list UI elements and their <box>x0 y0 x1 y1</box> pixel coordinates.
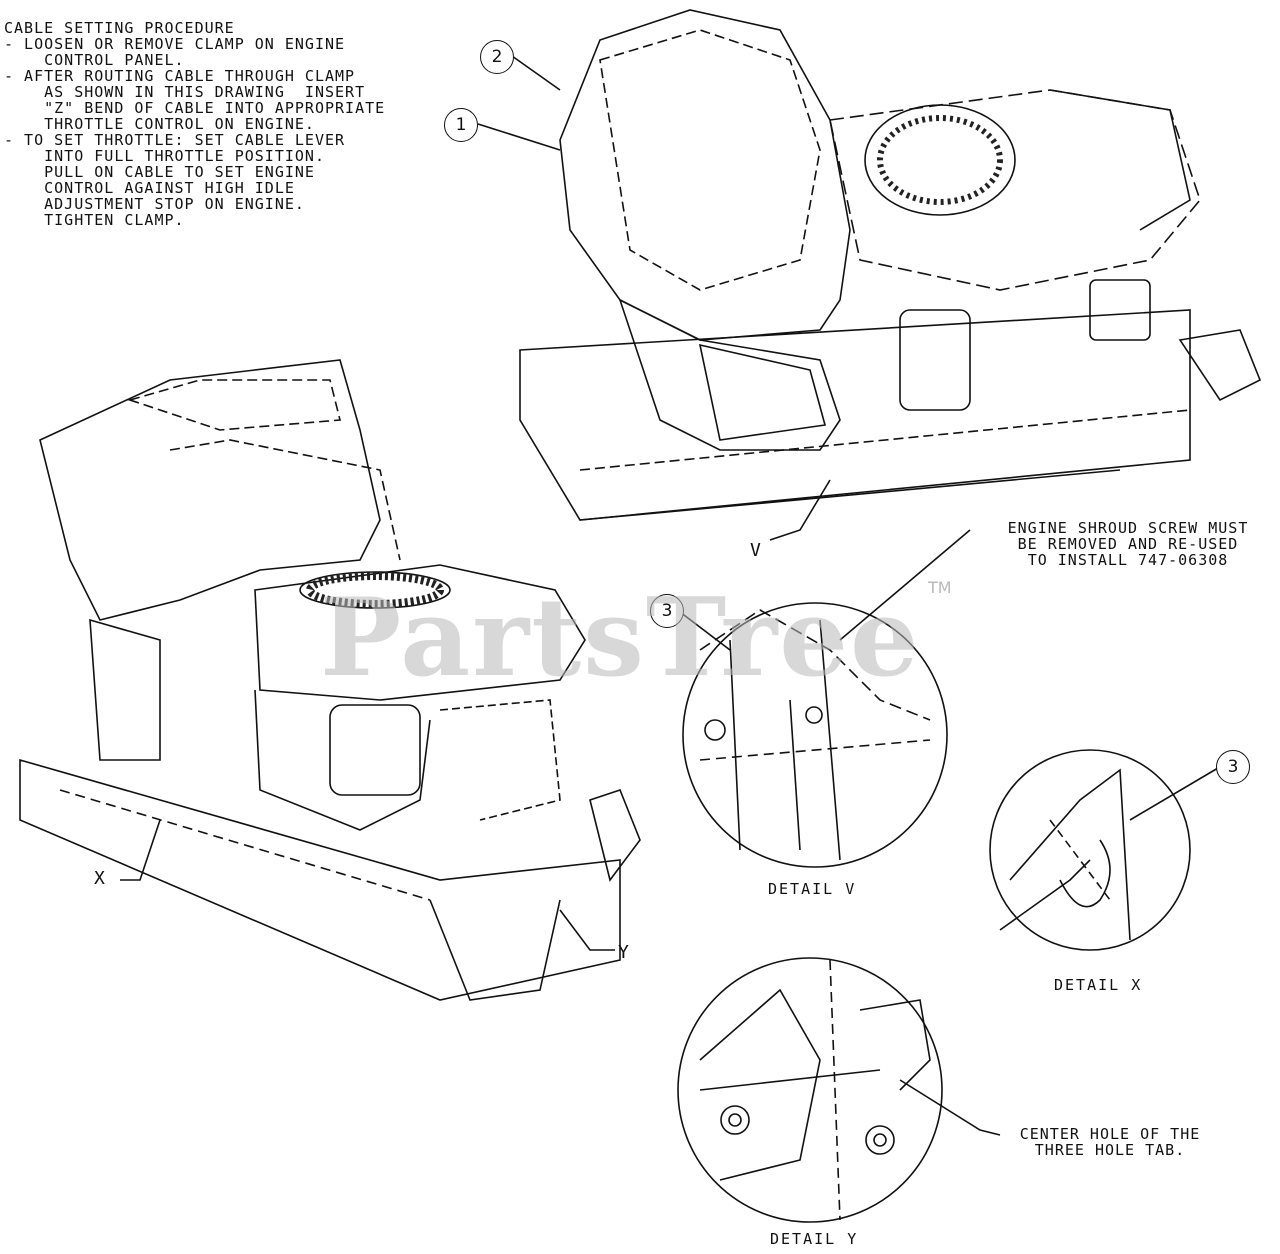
callout-2: 2 <box>480 40 514 74</box>
view-letter-x: X <box>94 868 106 889</box>
callout-3-detail-v: 3 <box>650 594 684 628</box>
detail-v-label: DETAIL V <box>768 880 857 898</box>
procedure-line: ADJUSTMENT STOP ON ENGINE. <box>4 195 305 213</box>
callout-3-detail-x: 3 <box>1216 750 1250 784</box>
procedure-line: CONTROL AGAINST HIGH IDLE <box>4 179 295 197</box>
detail-x-label: DETAIL X <box>1054 976 1143 994</box>
top-engine-assembly <box>519 9 1262 541</box>
detail-y-view <box>677 957 1001 1223</box>
procedure-line: INTO FULL THROTTLE POSITION. <box>4 147 325 165</box>
procedure-line: "Z" BEND OF CABLE INTO APPROPRIATE <box>4 99 386 117</box>
engine-shroud-screw-note: ENGINE SHROUD SCREW MUST BE REMOVED AND … <box>1007 519 1249 569</box>
center-hole-note: CENTER HOLE OF THE THREE HOLE TAB. <box>1019 1125 1201 1159</box>
procedure-line: CONTROL PANEL. <box>4 51 185 69</box>
leader-1 <box>477 123 561 151</box>
procedure-line: - LOOSEN OR REMOVE CLAMP ON ENGINE <box>4 35 346 53</box>
left-engine-assembly <box>19 359 641 1001</box>
procedure-line: - TO SET THROTTLE: SET CABLE LEVER <box>4 131 346 149</box>
procedure-line: AS SHOWN IN THIS DRAWING INSERT <box>4 83 366 101</box>
procedure-line: PULL ON CABLE TO SET ENGINE <box>4 163 315 181</box>
procedure-line: THROTTLE CONTROL ON ENGINE. <box>4 115 315 133</box>
cable-setting-procedure: CABLE SETTING PROCEDURE- LOOSEN OR REMOV… <box>4 20 454 228</box>
procedure-line: CABLE SETTING PROCEDURE <box>4 19 235 37</box>
view-letter-y: Y <box>618 942 630 963</box>
detail-v-view <box>679 529 971 868</box>
watermark-tm: TM <box>928 578 952 597</box>
callout-1: 1 <box>444 108 478 142</box>
view-letter-v: V <box>750 540 762 561</box>
leader-2 <box>511 55 561 91</box>
partstree-watermark: PartsTree <box>320 575 921 701</box>
detail-x-view <box>989 749 1219 951</box>
detail-y-label: DETAIL Y <box>770 1230 859 1248</box>
procedure-line: TIGHTEN CLAMP. <box>4 211 185 229</box>
procedure-line: - AFTER ROUTING CABLE THROUGH CLAMP <box>4 67 356 85</box>
